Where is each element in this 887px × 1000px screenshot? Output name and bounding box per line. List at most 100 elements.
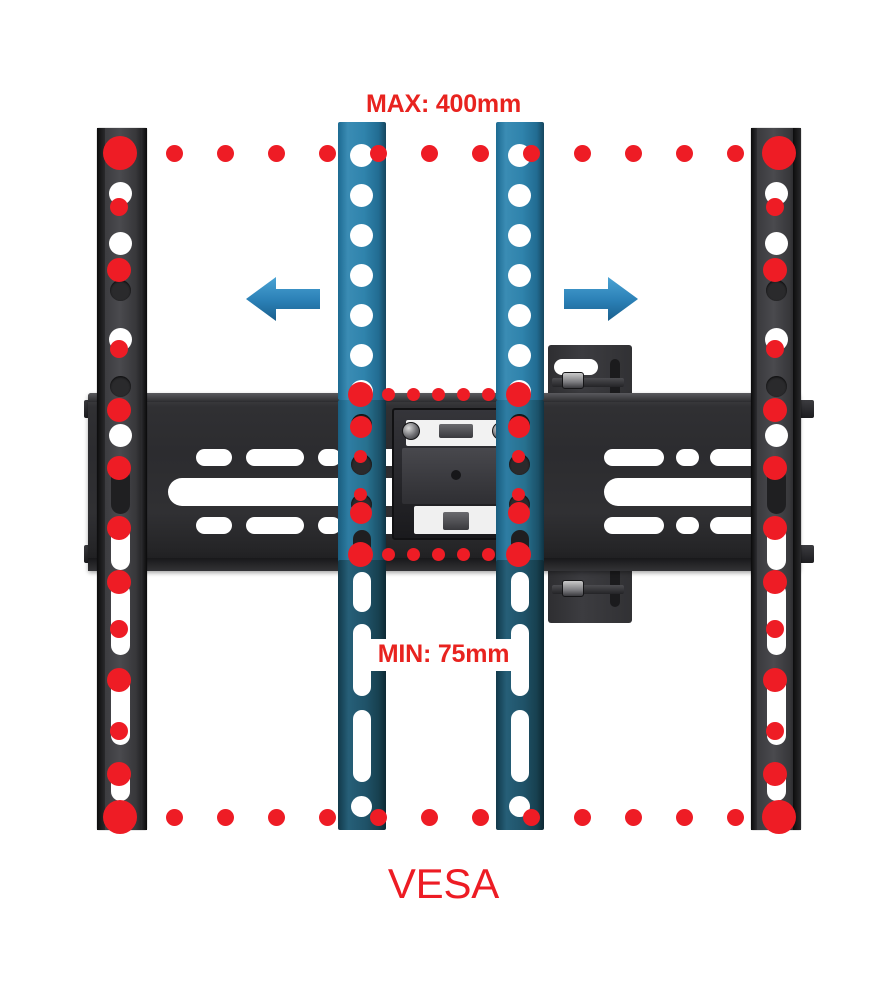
vesa-span-dot	[166, 809, 183, 826]
rail-hole	[766, 280, 787, 301]
rail-slot	[353, 710, 371, 782]
plate-slot	[246, 517, 304, 534]
vesa-span-dot	[319, 145, 336, 162]
rail-dot	[354, 488, 367, 501]
rail-hole	[110, 280, 131, 301]
vesa-min-span-dot	[407, 388, 420, 401]
rail-dot	[107, 456, 131, 480]
rail-dot	[766, 722, 784, 740]
rail-slot	[511, 572, 529, 612]
adjust-left-arrow	[246, 276, 320, 327]
rail-slot	[511, 710, 529, 782]
rail-side-tab	[799, 400, 814, 418]
rail-dot	[766, 340, 784, 358]
rail-hole	[350, 224, 373, 247]
rail-slot	[353, 572, 371, 612]
vesa-min-span-dot	[407, 548, 420, 561]
rail-hole	[765, 424, 788, 447]
vesa-title: VESA	[0, 860, 887, 908]
rail-hole	[508, 344, 531, 367]
vesa-span-dot	[472, 809, 489, 826]
vesa-span-dot	[166, 145, 183, 162]
mount-crossbar	[552, 585, 624, 594]
vesa-span-dot	[574, 145, 591, 162]
rail-hole	[110, 376, 131, 397]
vesa-min-span-dot	[457, 548, 470, 561]
vesa-span-dot	[421, 809, 438, 826]
rail-dot	[766, 198, 784, 216]
vesa-min-anchor-dot	[348, 542, 373, 567]
vesa-span-dot	[523, 809, 540, 826]
rail-hole	[765, 232, 788, 255]
rail-dot	[512, 450, 525, 463]
rail-dot	[110, 620, 128, 638]
vesa-title-text: VESA	[387, 860, 500, 907]
rail-dot	[107, 668, 131, 692]
vesa-span-dot	[676, 145, 693, 162]
rail-dot	[763, 762, 787, 786]
rail-dot	[763, 258, 787, 282]
vesa-span-dot	[676, 809, 693, 826]
rail-dot	[107, 258, 131, 282]
rail-dot	[107, 570, 131, 594]
tilt-plate-hole	[451, 470, 461, 480]
rail-dot	[110, 722, 128, 740]
plate-slot	[604, 449, 664, 466]
vesa-span-dot	[625, 145, 642, 162]
rail-edge-left-icon	[751, 128, 757, 830]
rail-hole	[350, 184, 373, 207]
rail-dot	[354, 450, 367, 463]
vesa-anchor-dot-large	[103, 136, 137, 170]
rail-slot	[353, 624, 371, 696]
rail-dot	[508, 416, 530, 438]
plate-slot	[676, 449, 699, 466]
vesa-min-span-dot	[457, 388, 470, 401]
rail-hole	[109, 232, 132, 255]
vesa-span-dot	[472, 145, 489, 162]
rail-dot	[110, 340, 128, 358]
vesa-anchor-dot-large	[762, 800, 796, 834]
rail-dot	[766, 620, 784, 638]
rail-dot	[110, 198, 128, 216]
rail-hole	[350, 344, 373, 367]
rail-dot	[508, 502, 530, 524]
rail-dot	[350, 416, 372, 438]
mount-bolt	[562, 580, 584, 597]
plate-slot-wide	[604, 478, 768, 506]
rail-dot	[763, 456, 787, 480]
vesa-min-span-dot	[482, 388, 495, 401]
plate-slot	[196, 517, 232, 534]
max-vesa-label: MAX: 400mm	[0, 90, 887, 119]
rail-hole	[109, 424, 132, 447]
plate-slot	[676, 517, 699, 534]
vesa-min-anchor-dot	[506, 542, 531, 567]
vesa-min-anchor-dot	[506, 382, 531, 407]
rail-edge-right-icon	[793, 128, 801, 830]
rail-dot	[107, 516, 131, 540]
wall-plate-bottom-lip	[88, 558, 800, 571]
black-rail-left	[97, 128, 147, 830]
blue-rail-right-lower	[496, 560, 544, 830]
vesa-span-dot	[370, 809, 387, 826]
vesa-span-dot	[421, 145, 438, 162]
vesa-min-span-dot	[382, 388, 395, 401]
mount-crossbar	[552, 378, 624, 387]
rail-side-tab	[799, 545, 814, 563]
rail-dot	[763, 570, 787, 594]
plate-slot	[604, 517, 664, 534]
vesa-min-span-dot	[432, 388, 445, 401]
plate-slot	[318, 449, 341, 466]
blue-rail-right	[496, 122, 544, 403]
rail-dot	[763, 668, 787, 692]
rail-edge-left-icon	[97, 128, 105, 830]
vesa-min-anchor-dot	[348, 382, 373, 407]
tilt-lock-clamp	[443, 512, 469, 530]
rail-hole	[508, 224, 531, 247]
blue-rail-left-lower	[338, 560, 386, 830]
tilt-clamp	[439, 424, 473, 438]
rail-hole	[350, 304, 373, 327]
vesa-anchor-dot-large	[103, 800, 137, 834]
rail-hole	[351, 796, 372, 817]
vesa-span-dot	[268, 809, 285, 826]
